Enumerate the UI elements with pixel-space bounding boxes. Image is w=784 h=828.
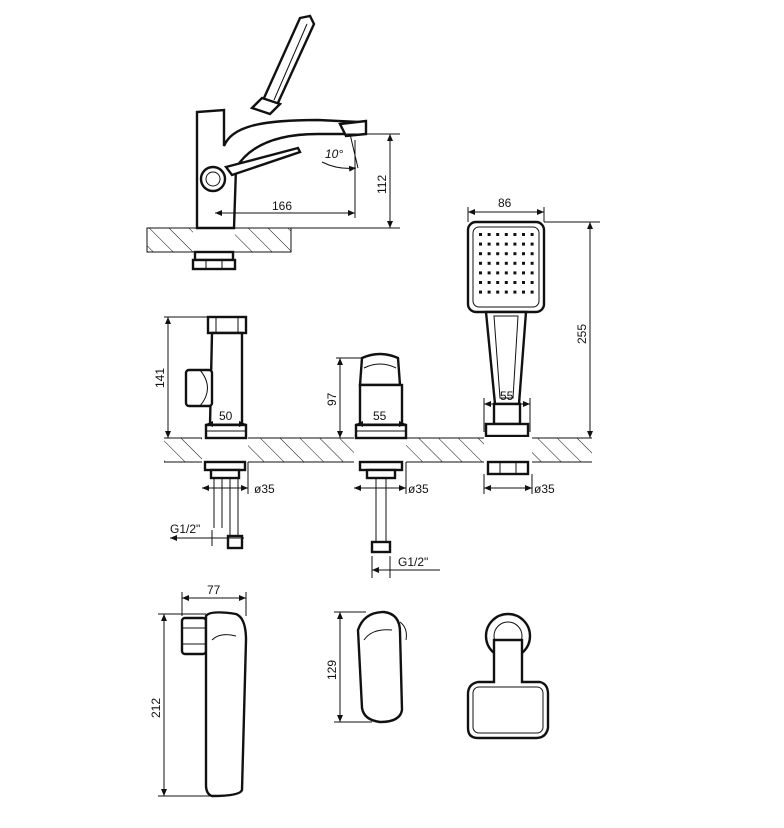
spray-nozzle [487, 290, 491, 294]
spray-nozzle [530, 290, 534, 294]
spray-nozzle [522, 271, 525, 275]
spray-nozzles [479, 233, 534, 294]
spray-nozzle [504, 252, 508, 256]
spray-nozzle [479, 233, 482, 236]
deck-section [164, 437, 592, 463]
spray-nozzle [504, 290, 508, 294]
diverter-hole-label: ø35 [408, 482, 429, 496]
shower-height-label: 255 [575, 324, 589, 344]
spray-nozzle [530, 252, 534, 256]
mixer-hole-label: ø35 [254, 482, 275, 496]
handshower-fitting-section: ø35 [483, 460, 555, 496]
spout-length-label: 166 [272, 199, 292, 213]
spray-nozzle [487, 233, 491, 236]
spray-nozzle [479, 271, 482, 275]
spray-nozzle [530, 281, 534, 284]
diverter-body [358, 352, 402, 387]
spray-nozzle [513, 271, 517, 275]
spray-nozzle [504, 261, 508, 265]
knob-front-view: 129 [325, 610, 407, 724]
lever-front-view: 77 212 [149, 583, 248, 798]
spray-nozzle [530, 242, 534, 246]
spout-side-view: 166 112 10° [146, 14, 400, 271]
shower-hole-label: ø35 [534, 482, 555, 496]
mixer-height-label: 141 [153, 368, 167, 388]
spray-nozzle [504, 233, 508, 236]
lever-height-label: 212 [149, 698, 163, 718]
spray-nozzle [513, 261, 517, 265]
mixer-thread-label: G1/2" [170, 522, 200, 536]
shower-base-label: 55 [500, 389, 514, 403]
spray-nozzle [479, 281, 482, 284]
spray-nozzle [522, 290, 525, 294]
knob-height-label: 129 [325, 660, 339, 680]
diverter-base-label: 55 [373, 409, 387, 423]
holder-front-view [466, 612, 550, 740]
spray-nozzle [479, 242, 482, 246]
spray-nozzle [479, 252, 482, 256]
spray-nozzle [496, 261, 500, 265]
spray-nozzle [487, 242, 491, 246]
spray-nozzle [496, 281, 500, 284]
diverter-section-view: 97 55 ø35 G1/2" [325, 352, 440, 578]
spray-nozzle [522, 252, 525, 256]
mixer-cap [206, 315, 248, 335]
diverter-knob [199, 165, 227, 193]
spray-nozzle [530, 233, 534, 236]
spray-nozzle [513, 281, 517, 284]
handshower-front-view: 86 255 55 [466, 196, 600, 438]
holder-plate [466, 638, 550, 740]
lever-arm [223, 146, 302, 177]
spray-nozzle [496, 271, 500, 275]
spray-nozzle [513, 233, 517, 236]
spray-nozzle [504, 271, 508, 275]
spray-nozzle [496, 242, 500, 246]
diverter-thread-label: G1/2" [398, 555, 428, 569]
spray-nozzle [504, 242, 508, 246]
spray-nozzle [487, 252, 491, 256]
handshower-handle [262, 14, 316, 108]
mixer-section-view: 141 50 ø35 G1/2" [153, 315, 275, 550]
spray-nozzle [496, 233, 500, 236]
spout-height-label: 112 [375, 175, 389, 194]
spray-nozzle [522, 242, 525, 246]
lever-width-label: 77 [207, 583, 221, 597]
spray-nozzle [522, 261, 525, 265]
spray-nozzle [530, 271, 534, 275]
mixer-knob [184, 368, 214, 408]
spray-nozzle [487, 271, 491, 275]
deck-nut [193, 250, 235, 262]
spray-nozzle [479, 290, 482, 294]
shower-width-label: 86 [498, 196, 512, 210]
spray-nozzle [496, 252, 500, 256]
mixer-base-label: 50 [219, 409, 233, 423]
spray-nozzle [522, 281, 525, 284]
spray-nozzle [479, 261, 482, 265]
spray-nozzle [522, 233, 525, 236]
spray-nozzle [513, 242, 517, 246]
spray-nozzle [513, 290, 517, 294]
lever-handle [204, 611, 248, 798]
diverter-height-label: 97 [325, 392, 339, 406]
spray-nozzle [513, 252, 517, 256]
spray-nozzle [530, 261, 534, 265]
spray-nozzle [504, 281, 508, 284]
spray-nozzle [487, 281, 491, 284]
spray-nozzle [487, 261, 491, 265]
spray-nozzle [496, 290, 500, 294]
spout-angle-label: 10° [325, 147, 343, 161]
